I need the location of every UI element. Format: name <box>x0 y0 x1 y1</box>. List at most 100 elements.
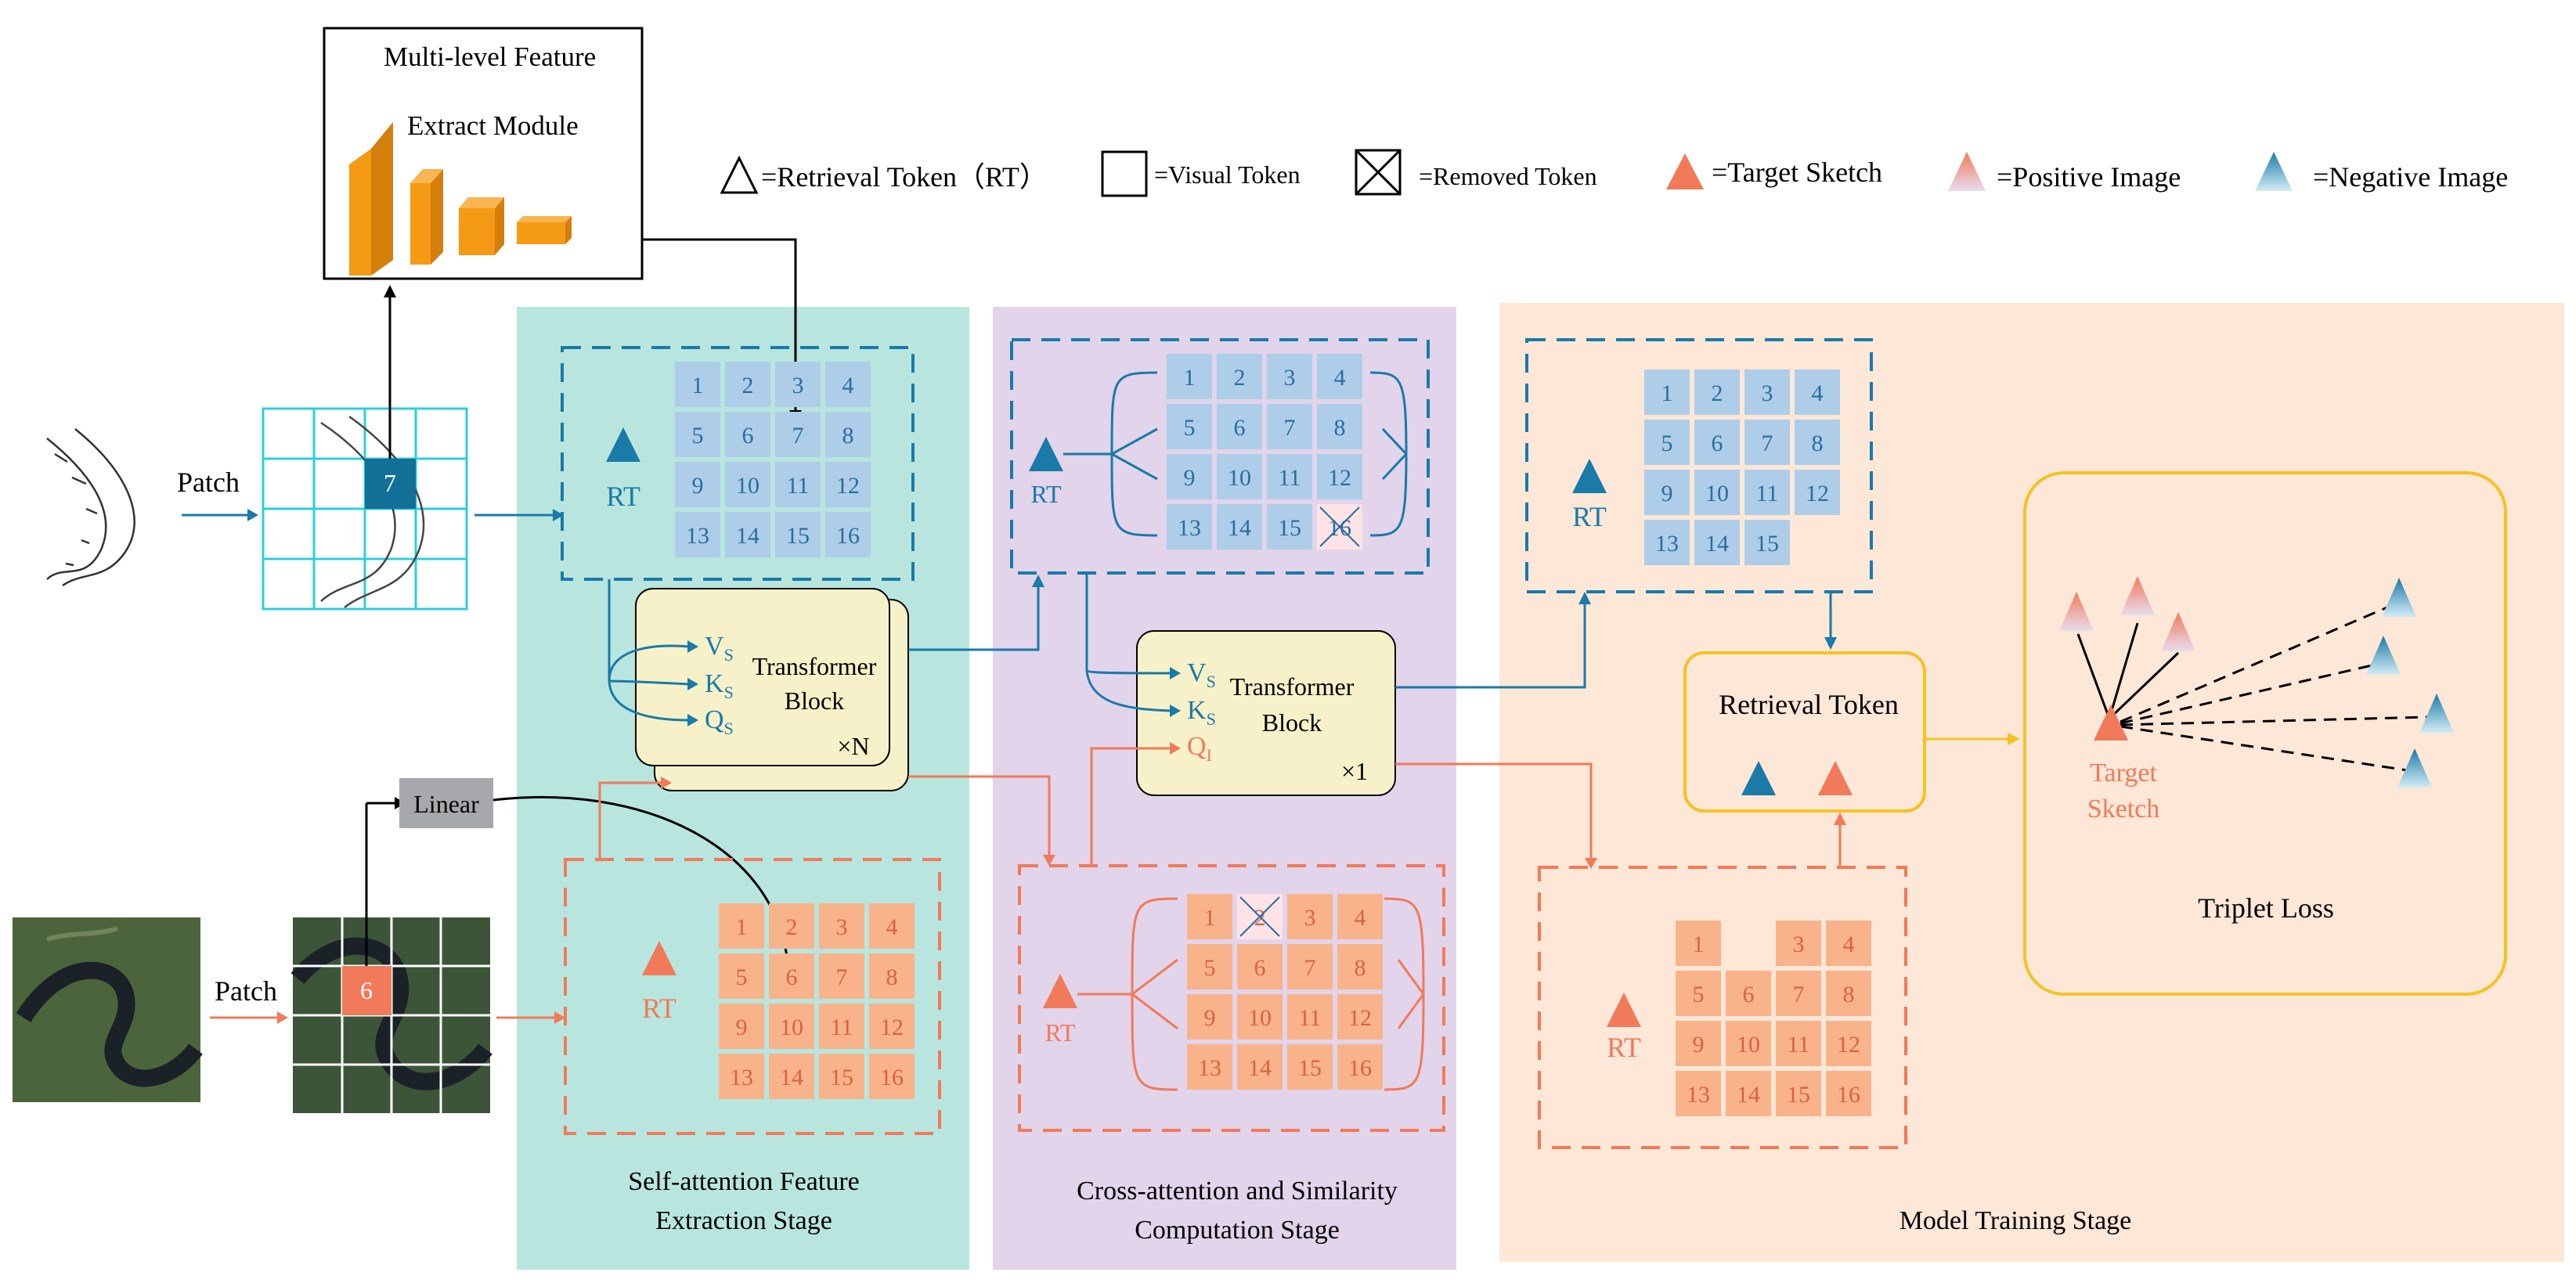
svg-text:2: 2 <box>1254 905 1266 931</box>
stage2-sketch-rt-icon <box>1029 437 1063 471</box>
token-cell: 10 <box>1694 470 1740 515</box>
svg-text:6: 6 <box>1712 431 1723 456</box>
stage3-image-rt-label: RT <box>1607 1032 1641 1063</box>
token-cell: 12 <box>869 1004 915 1049</box>
svg-text:3: 3 <box>836 914 848 940</box>
stage3-sketch-rt-label: RT <box>1572 501 1607 532</box>
stage1-v-input: VS <box>705 632 734 665</box>
token-cell: 16 <box>825 512 871 557</box>
svg-text:12: 12 <box>1837 1032 1860 1058</box>
svg-text:1: 1 <box>1661 380 1673 406</box>
image-patch-grid: 6 <box>290 917 492 1113</box>
svg-text:7: 7 <box>1284 415 1296 441</box>
stage1-title-1: Self-attention Feature <box>628 1167 860 1196</box>
feature-module: Multi-level Feature Extract Module <box>323 27 644 280</box>
token-cell: 13 <box>1187 1044 1232 1090</box>
svg-text:15: 15 <box>1755 531 1779 557</box>
negative-image-icon-1 <box>2382 578 2416 617</box>
token-cell: 7 <box>1267 404 1312 449</box>
stage1-to-stage2-orange <box>908 775 1051 856</box>
token-cell: 9 <box>719 1004 764 1049</box>
token-cell: 16 <box>1317 504 1362 550</box>
svg-text:15: 15 <box>1278 515 1301 541</box>
svg-text:6: 6 <box>1254 955 1266 981</box>
stage1-sketch-token-box <box>561 346 915 581</box>
svg-text:1: 1 <box>736 914 748 940</box>
token-cell: 14 <box>1217 504 1262 550</box>
token-cell: 8 <box>1826 971 1871 1016</box>
token-cell: 16 <box>869 1054 915 1099</box>
svg-text:5: 5 <box>736 964 748 990</box>
svg-text:16: 16 <box>1348 1055 1372 1081</box>
token-cell: 5 <box>719 953 764 999</box>
stage2-image-token-box <box>1018 864 1445 1132</box>
svg-text:16: 16 <box>880 1065 904 1090</box>
svg-text:14: 14 <box>1248 1055 1272 1081</box>
svg-text:13: 13 <box>1178 515 1201 541</box>
target-sketch-label-1: Target <box>2090 759 2157 787</box>
token-cell: 3 <box>775 362 821 407</box>
svg-text:11: 11 <box>1788 1032 1810 1058</box>
token-cell: 4 <box>1795 369 1840 415</box>
legend-retrieval-token-label: =Retrieval Token（RT） <box>761 161 1048 193</box>
svg-text:6: 6 <box>742 423 754 449</box>
stage1-sketch-rt-label: RT <box>606 481 640 512</box>
svg-text:14: 14 <box>1737 1082 1760 1108</box>
svg-text:16: 16 <box>1837 1082 1860 1108</box>
svg-text:3: 3 <box>792 373 804 398</box>
token-cell: 13 <box>1167 504 1212 550</box>
svg-text:6: 6 <box>1234 415 1246 441</box>
svg-text:10: 10 <box>780 1015 803 1040</box>
token-cell: 3 <box>1267 354 1312 399</box>
token-cell: 8 <box>825 412 871 457</box>
token-cell: 5 <box>1167 404 1212 449</box>
token-cell: 10 <box>725 462 770 507</box>
linear-layer-box <box>399 778 493 828</box>
stage2-sketch-rt-label: RT <box>1031 480 1062 508</box>
svg-text:9: 9 <box>1693 1032 1705 1058</box>
legend-removed-token-icon <box>1355 149 1402 196</box>
token-cell: 1 <box>1676 921 1721 966</box>
image-patch-label: Patch <box>215 975 277 1007</box>
svg-text:15: 15 <box>786 523 810 549</box>
token-cell: 1 <box>719 903 764 949</box>
token-cell: 8 <box>1317 404 1362 449</box>
token-cell: 2 <box>725 362 770 407</box>
legend-visual-token-label: =Visual Token <box>1154 160 1301 189</box>
token-cell: 16 <box>1337 1044 1383 1090</box>
svg-text:3: 3 <box>1304 905 1316 931</box>
legend-target-sketch-label: =Target Sketch <box>1712 157 1882 188</box>
token-cell: 4 <box>825 362 871 407</box>
svg-text:9: 9 <box>1184 465 1196 491</box>
sketch-input-image <box>46 428 135 587</box>
token-cell: 7 <box>819 953 864 999</box>
stage1-qkv-arrows <box>608 579 690 722</box>
token-cell: 13 <box>1676 1071 1721 1116</box>
token-cell: 11 <box>1287 994 1333 1040</box>
negative-image-icon-2 <box>2366 636 2401 675</box>
stage1-transformer-block <box>635 588 890 766</box>
svg-text:9: 9 <box>692 473 704 499</box>
svg-text:13: 13 <box>1655 531 1679 557</box>
svg-text:12: 12 <box>1348 1005 1372 1031</box>
token-cell: 9 <box>1187 994 1232 1040</box>
triplet-loss-label: Triplet Loss <box>2198 892 2334 924</box>
token-cell: 15 <box>775 512 821 557</box>
svg-text:11: 11 <box>1756 481 1779 506</box>
stage1-to-stage2-blue <box>908 584 1040 651</box>
token-cell: 1 <box>1644 369 1690 415</box>
token-cell: 5 <box>675 412 720 457</box>
svg-text:4: 4 <box>1812 380 1824 406</box>
token-cell: 15 <box>1267 504 1312 550</box>
token-cell: 3 <box>1776 921 1821 966</box>
token-cell: 5 <box>1644 420 1690 465</box>
svg-text:3: 3 <box>1793 932 1805 957</box>
token-cell: 7 <box>1744 420 1790 465</box>
svg-text:16: 16 <box>836 523 860 549</box>
stage1-image-rt-label: RT <box>642 993 676 1024</box>
positive-image-icon-2 <box>2120 576 2155 615</box>
token-cell: 10 <box>769 1004 814 1049</box>
sketch-patch-label: Patch <box>177 467 240 498</box>
